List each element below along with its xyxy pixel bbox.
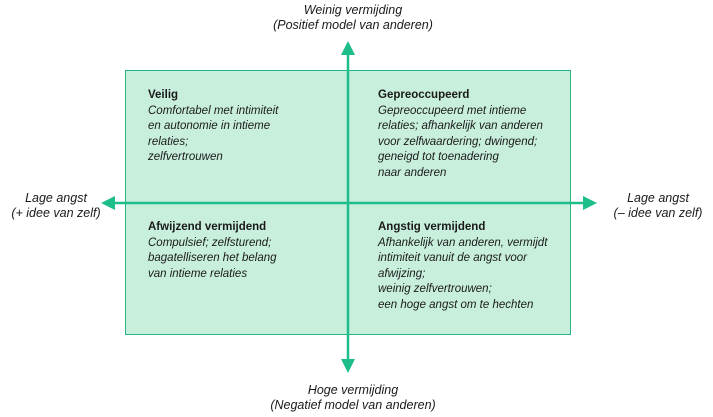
quadrant-title: Veilig [148,89,179,101]
quadrant-bottom-right: Angstig vermijdend Afhankelijk van ander… [378,220,547,313]
axis-label-top-line-2: (Positief model van anderen) [273,18,433,32]
arrow-left-icon [101,196,115,210]
quadrant-text-line: zelfvertrouwen [148,151,223,163]
quadrant-text-line: een hoge angst om te hechten [378,298,534,311]
quadrant-text-line: Afhankelijk van anderen, vermijdt [378,236,548,249]
axis-label-top: Weinig vermijding (Positief model van an… [240,3,466,33]
quadrant-title: Gepreoccupeerd [378,89,470,101]
quadrant-text-line: Gepreoccupeerd met intieme [378,104,527,117]
quadrant-text-line: weinig zelfvertrouwen; [378,283,492,295]
arrow-up-icon [341,41,355,55]
arrow-down-icon [341,359,355,373]
axis-label-right-line-1: Lage angst [627,191,689,205]
axis-label-top-line-1: Weinig vermijding [303,3,403,17]
axis-label-left-line-1: Lage angst [25,191,87,205]
quadrant-top-left: Veilig Comfortabel met intimiteit en aut… [148,88,278,166]
quadrant-text-line: geneigd tot toenadering [378,151,499,163]
quadrant-text-line: intimiteit vanuit de angst voor [378,252,527,264]
quadrant-text-line: naar anderen [378,166,447,179]
quadrant-top-right: Gepreoccupeerd Gepreoccupeerd met intiem… [378,88,543,181]
quadrant-title: Angstig vermijdend [378,221,486,233]
quadrant-text-line: van intieme relaties [148,267,248,280]
quadrant-text-line: voor zelfwaardering; dwingend; [378,135,538,148]
arrow-right-icon [583,196,597,210]
quadrant-text-line: bagatelliseren het belang [148,252,277,264]
quadrant-text-line: en autonomie in intieme [148,120,271,132]
axis-label-left-line-2: (+ idee van zelf) [11,206,101,220]
quadrant-title: Afwijzend vermijdend [148,221,267,233]
quadrant-text-line: relaties; [148,135,189,148]
axis-label-left: Lage angst (+ idee van zelf) [0,191,112,221]
axis-label-right: Lage angst (– idee van zelf) [603,191,713,221]
axis-label-bottom-line-1: Hoge vermijding [307,383,399,397]
quadrant-text-line: relaties; afhankelijk van anderen [378,120,543,132]
axis-label-bottom-line-2: (Negatief model van anderen) [270,398,436,412]
quadrant-text-line: Compulsief; zelfsturend; [148,236,272,249]
axis-label-bottom: Hoge vermijding (Negatief model van ande… [240,383,466,413]
quadrant-text-line: afwijzing; [378,267,426,280]
axis-label-right-line-2: (– idee van zelf) [613,206,703,220]
quadrant-bottom-left: Afwijzend vermijdend Compulsief; zelfstu… [148,220,277,282]
quadrant-text-line: Comfortabel met intimiteit [148,104,279,117]
